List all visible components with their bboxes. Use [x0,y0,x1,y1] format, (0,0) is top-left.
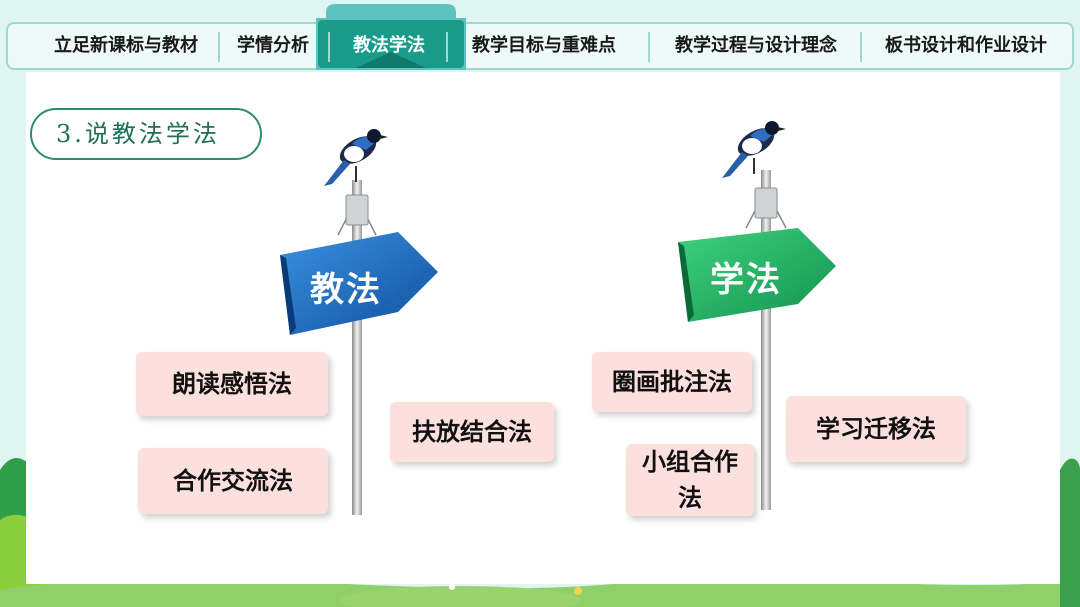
teaching-method-sign: 教法 [310,270,382,310]
nav-divider [218,32,220,62]
teaching-method-card: 扶放结合法 [390,402,554,462]
magpie-bird-icon [324,129,388,186]
tab-teaching-learning-methods[interactable]: 教法学法 [353,35,425,56]
teaching-method-card: 合作交流法 [138,448,328,514]
teaching-method-card: 朗读感悟法 [136,352,328,416]
nav-divider [860,32,862,62]
learning-method-card: 小组合作法 [626,444,754,516]
nav-divider [328,32,330,62]
nav-divider [648,32,650,62]
magpie-bird-icon [722,121,786,178]
tab-teaching-process[interactable]: 教学过程与设计理念 [675,35,837,56]
teaching-pole [280,180,438,515]
learning-method-sign: 学法 [710,260,782,300]
learning-method-card: 学习迁移法 [786,396,966,462]
tab-student-analysis[interactable]: 学情分析 [237,35,309,56]
learning-method-card: 圈画批注法 [592,352,752,412]
learning-pole [678,170,836,510]
top-nav-bar [6,22,1074,70]
tab-objectives[interactable]: 教学目标与重难点 [472,35,616,56]
tab-board-homework[interactable]: 板书设计和作业设计 [885,35,1047,56]
nav-divider [446,32,448,62]
section-title: 3.说教法学法 [30,108,262,160]
tab-curriculum[interactable]: 立足新课标与教材 [54,35,198,56]
active-tab-highlight [316,4,466,70]
